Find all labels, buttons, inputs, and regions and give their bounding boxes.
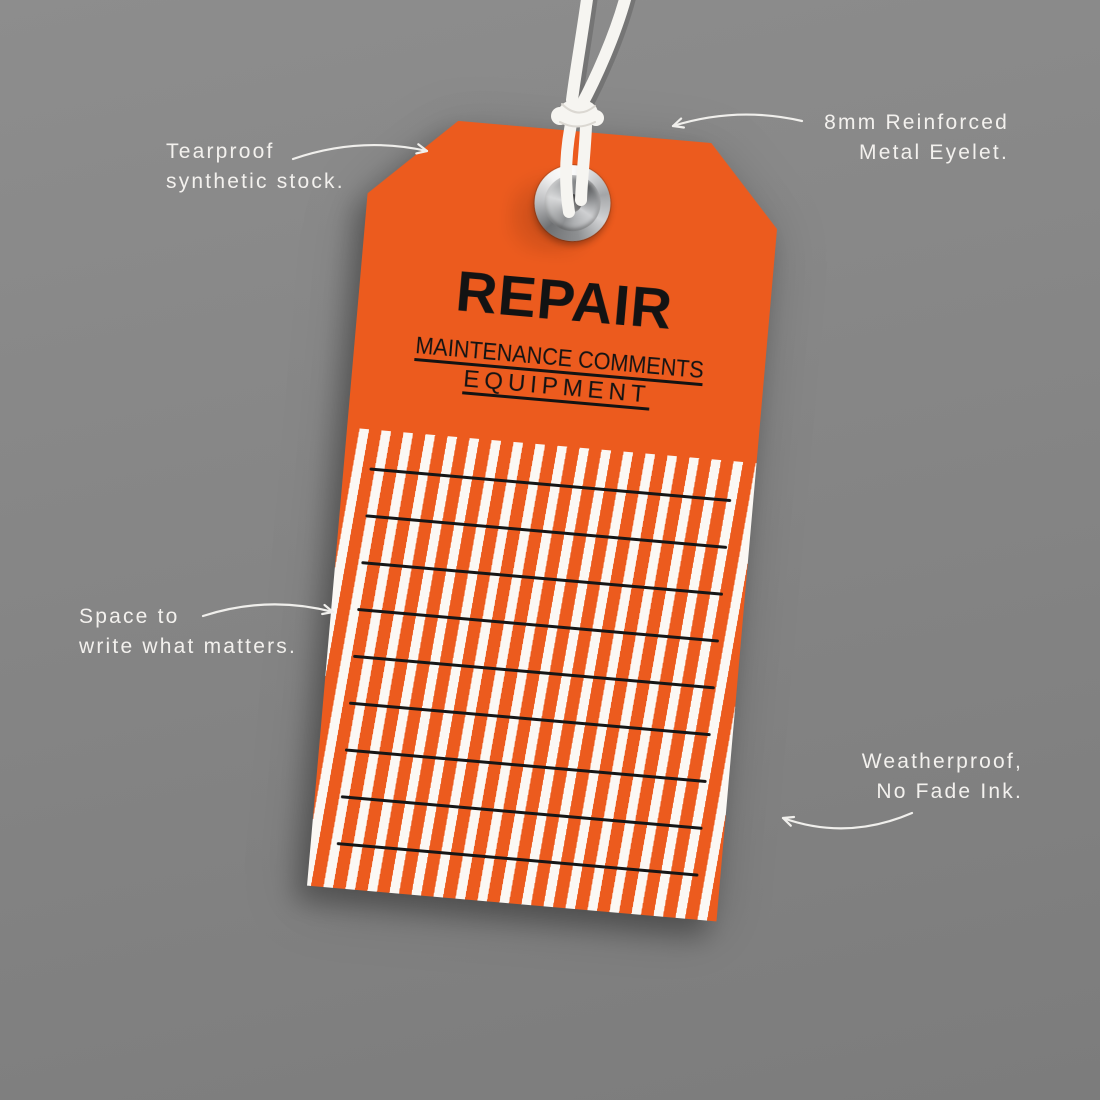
tag-body: REPAIR MAINTENANCE COMMENTS EQUIPMENT bbox=[307, 114, 784, 922]
eyelet-bevel bbox=[542, 173, 603, 234]
repair-tag: REPAIR MAINTENANCE COMMENTS EQUIPMENT bbox=[307, 114, 784, 922]
callout-tearproof: Tearproof synthetic stock. bbox=[166, 137, 345, 197]
callout-tearproof-line1: Tearproof bbox=[166, 140, 275, 163]
callout-eyelet-line2: Metal Eyelet. bbox=[859, 141, 1009, 164]
callout-weatherproof-line1: Weatherproof, bbox=[861, 750, 1023, 773]
write-lines-group bbox=[375, 114, 784, 150]
callout-weatherproof: Weatherproof, No Fade Ink. bbox=[862, 747, 1023, 807]
callout-writing-space-line2: write what matters. bbox=[79, 635, 298, 658]
callout-writing-space-line1: Space to bbox=[79, 605, 180, 628]
weatherproof-arrow bbox=[781, 811, 914, 830]
eyelet-hole bbox=[563, 193, 583, 213]
eyelet-arrow bbox=[671, 113, 804, 129]
callout-writing-space: Space to write what matters. bbox=[79, 602, 297, 662]
callout-tearproof-line2: synthetic stock. bbox=[166, 170, 345, 193]
callout-weatherproof-line2: No Fade Ink. bbox=[876, 780, 1023, 803]
callout-eyelet-line1: 8mm Reinforced bbox=[824, 111, 1009, 134]
string-shadow bbox=[569, 0, 636, 115]
callout-eyelet: 8mm Reinforced Metal Eyelet. bbox=[824, 108, 1009, 168]
string-knot bbox=[551, 99, 604, 128]
